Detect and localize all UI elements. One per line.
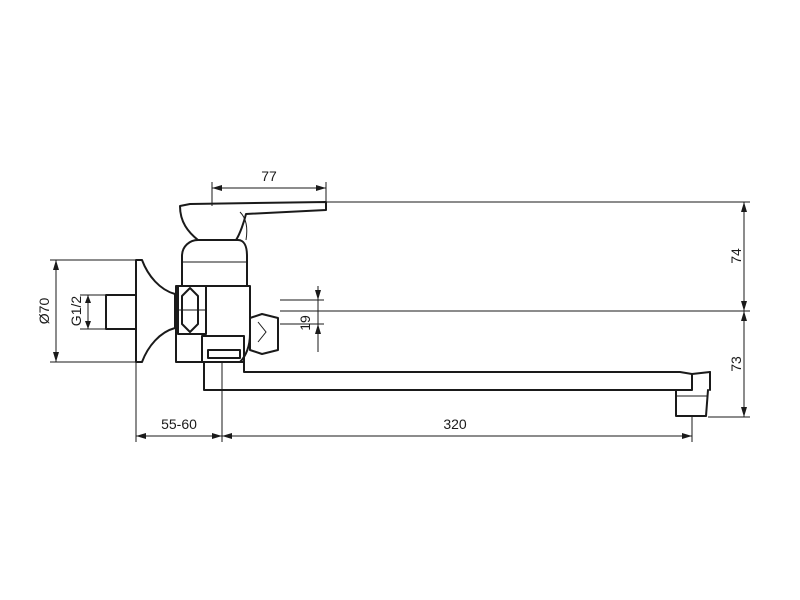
wall-flange xyxy=(135,259,176,363)
dimension-label-55-60: 55-60 xyxy=(161,416,197,432)
dimension-74: 74 xyxy=(728,202,747,311)
dimension-label-77: 77 xyxy=(261,168,277,184)
dimension-label-320: 320 xyxy=(443,416,467,432)
dimension-diameter-70: Ø70 xyxy=(36,260,59,362)
dimension-label-thread: G1/2 xyxy=(68,296,84,327)
dimension-label-diameter: Ø70 xyxy=(36,298,52,325)
diverter-knob xyxy=(249,313,279,355)
cartridge-body xyxy=(181,239,248,287)
faucet-body xyxy=(105,201,711,417)
spout-collar xyxy=(201,335,245,363)
dimension-320: 320 xyxy=(222,416,692,439)
extension-lines xyxy=(50,182,750,442)
dimension-thread-g12: G1/2 xyxy=(68,295,91,329)
lever-handle xyxy=(179,201,327,241)
dimension-55-60: 55-60 xyxy=(136,416,222,439)
aerator xyxy=(675,389,709,417)
dimension-77: 77 xyxy=(212,168,326,191)
swivel-spout xyxy=(203,361,693,391)
threaded-connector xyxy=(105,294,137,330)
dimension-label-73: 73 xyxy=(728,356,744,372)
dimension-label-19: 19 xyxy=(297,315,313,331)
dimension-label-74: 74 xyxy=(728,248,744,264)
dimension-19: 19 xyxy=(297,286,321,352)
dimension-73: 73 xyxy=(728,311,747,417)
